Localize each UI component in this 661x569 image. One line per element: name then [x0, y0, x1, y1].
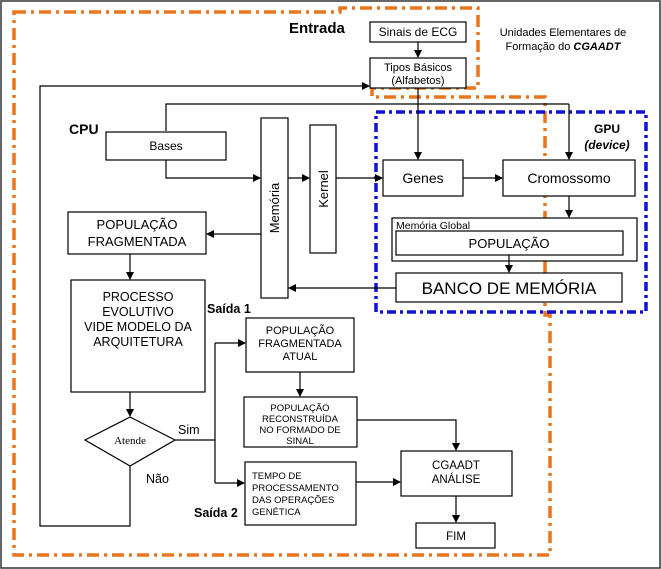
svg-text:ARQUITETURA: ARQUITETURA	[93, 335, 183, 349]
svg-text:PROCESSAMENTO: PROCESSAMENTO	[252, 483, 339, 494]
svg-text:Memória Global: Memória Global	[396, 220, 470, 232]
memoria-global-box: Memória Global POPULAÇÃO	[391, 217, 638, 262]
svg-text:Bases: Bases	[149, 139, 182, 153]
svg-text:FIM: FIM	[446, 531, 466, 543]
gpu-boundary	[374, 110, 648, 314]
svg-text:Sinais de ECG: Sinais de ECG	[379, 25, 458, 39]
svg-text:Tipos Básicos: Tipos Básicos	[384, 62, 453, 74]
svg-text:Atende: Atende	[114, 435, 146, 447]
svg-text:POPULAÇÃO: POPULAÇÃO	[97, 217, 178, 232]
svg-text:POPULAÇÃO: POPULAÇÃO	[266, 324, 335, 337]
svg-text:NO FORMADO DE: NO FORMADO DE	[259, 425, 340, 436]
gpu-label: GPU	[594, 122, 620, 136]
gpu-device-label: (device)	[584, 138, 629, 152]
svg-text:(Alfabetos): (Alfabetos)	[391, 75, 444, 87]
svg-text:ANÁLISE: ANÁLISE	[432, 473, 481, 486]
populacao-fragmentada-box: POPULAÇÃO FRAGMENTADA	[67, 211, 207, 255]
legend-line1: Unidades Elementares de	[500, 27, 627, 39]
tipos-basicos-box: Tipos Básicos (Alfabetos)	[369, 57, 467, 89]
sinais-ecg-box: Sinais de ECG	[369, 21, 467, 43]
arrow-recon-analise	[357, 419, 460, 451]
svg-text:CGAADT: CGAADT	[432, 460, 480, 472]
entrada-label: Entrada	[289, 20, 346, 37]
connectors	[39, 42, 573, 527]
tempo-processamento-box: TEMPO DE PROCESSAMENTO DAS OPERAÇÕES GEN…	[244, 461, 357, 526]
line-tipos-split	[165, 103, 569, 131]
kernel-box: Kernel	[309, 124, 337, 254]
svg-text:ATUAL: ATUAL	[283, 351, 318, 363]
svg-text:Memória: Memória	[267, 182, 282, 233]
svg-text:VIDE MODELO DA: VIDE MODELO DA	[84, 320, 192, 334]
bases-box: Bases	[105, 131, 227, 161]
populacao-fragmentada-atual-box: POPULAÇÃO FRAGMENTADA ATUAL	[245, 317, 355, 373]
saida2-label: Saída 2	[194, 506, 238, 520]
svg-text:PROCESSO: PROCESSO	[103, 290, 174, 304]
svg-text:TEMPO DE: TEMPO DE	[252, 471, 302, 482]
banco-memoria-box: BANCO DE MEMÓRIA	[395, 272, 623, 303]
svg-text:SINAL: SINAL	[286, 436, 313, 447]
orange-boundary	[12, 6, 552, 557]
svg-text:POPULAÇÃO: POPULAÇÃO	[270, 403, 329, 414]
atende-decision: Atende	[83, 416, 177, 467]
arrow-nao-loop	[39, 82, 370, 527]
svg-text:RECONSTRUÍDA: RECONSTRUÍDA	[262, 414, 339, 425]
memoria-box: Memória	[260, 117, 289, 299]
cromossomo-box: Cromossomo	[502, 159, 636, 197]
fim-box: FIM	[415, 522, 496, 549]
populacao-box	[395, 230, 624, 256]
svg-text:FRAGMENTADA: FRAGMENTADA	[258, 338, 342, 350]
cgaadt-analise-box: CGAADT ANÁLISE	[400, 450, 513, 497]
svg-text:EVOLUTIVO: EVOLUTIVO	[102, 305, 174, 319]
svg-text:Cromossomo: Cromossomo	[527, 170, 610, 186]
svg-text:FRAGMENTADA: FRAGMENTADA	[88, 234, 187, 249]
svg-text:GENÉTICA: GENÉTICA	[252, 507, 301, 518]
svg-text:Kernel: Kernel	[316, 170, 331, 208]
svg-text:Genes: Genes	[402, 170, 443, 186]
cpu-label: CPU	[69, 121, 99, 137]
processo-evolutivo-box: PROCESSO EVOLUTIVO VIDE MODELO DA ARQUIT…	[70, 279, 206, 393]
svg-text:POPULAÇÃO: POPULAÇÃO	[469, 236, 550, 251]
saida1-label: Saída 1	[207, 302, 251, 316]
populacao-reconstruida-box: POPULAÇÃO RECONSTRUÍDA NO FORMADO DE SIN…	[243, 396, 358, 448]
svg-text:BANCO DE MEMÓRIA: BANCO DE MEMÓRIA	[422, 279, 597, 298]
nao-label: Não	[146, 472, 169, 486]
genes-box: Genes	[382, 159, 464, 197]
arrow-bases-memoria	[165, 160, 261, 182]
svg-text:DAS OPERAÇÕES: DAS OPERAÇÕES	[252, 495, 334, 506]
legend-line2: Formação do CGAADT	[506, 41, 622, 53]
sim-label: Sim	[178, 423, 200, 437]
